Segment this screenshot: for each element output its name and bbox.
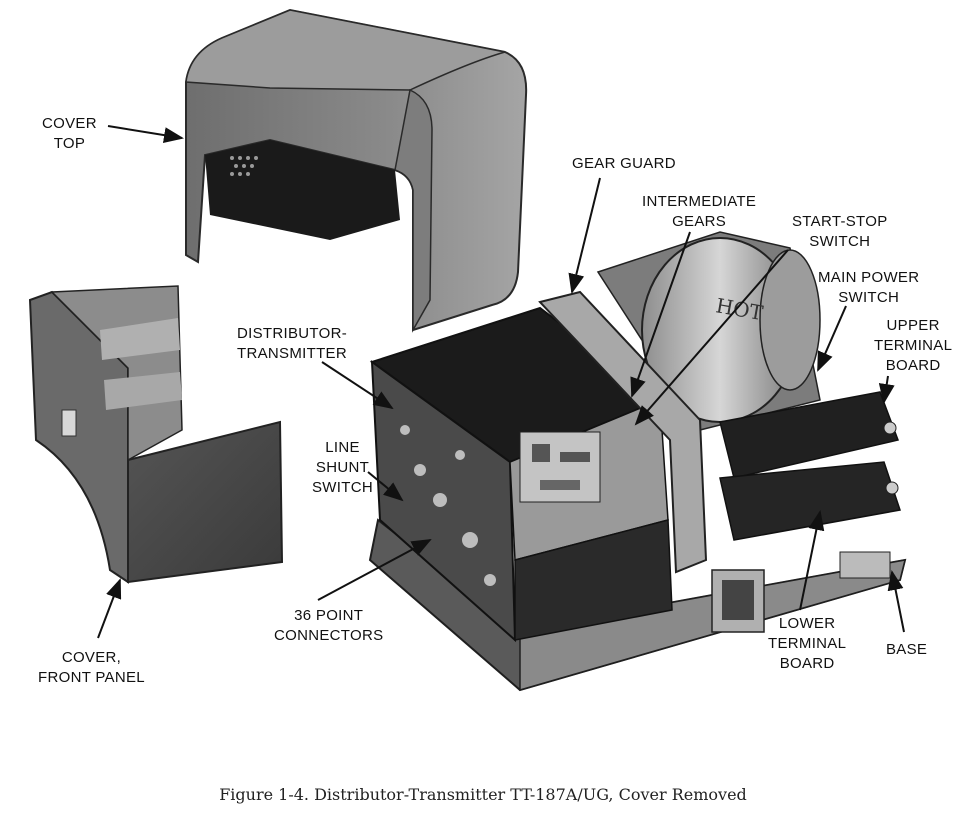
cover-front-panel-leader — [97, 578, 122, 639]
distributor-transmitter-leader — [321, 361, 394, 410]
cover-top-illustration — [185, 8, 528, 333]
label-base: BASE — [886, 641, 928, 658]
cover-front-panel-illustration — [28, 285, 284, 584]
upper-terminal-board-leader — [878, 375, 895, 404]
label-gear-guard: GEAR GUARD — [572, 155, 676, 172]
base-leader — [887, 570, 905, 633]
label-cover-front-panel: COVER, FRONT PANEL — [38, 649, 145, 686]
leader-lines — [97, 125, 905, 639]
label-distributor-transmitter: DISTRIBUTOR- TRANSMITTER — [237, 325, 347, 362]
line-shunt-switch-leader — [367, 471, 404, 502]
label-intermediate-gears: INTERMEDIATE GEARS — [642, 193, 757, 230]
start-stop-switch-leader — [634, 249, 789, 426]
label-main-power-switch: MAIN POWER SWITCH — [818, 269, 920, 306]
lower-terminal-board-leader — [799, 510, 825, 611]
intermediate-gears-leader — [630, 231, 691, 398]
gear-guard-leader — [568, 177, 601, 294]
main-power-switch-leader — [817, 305, 847, 372]
figure-caption: Figure 1-4. Distributor-Transmitter TT-1… — [219, 785, 747, 804]
terminal-boards-illustration — [711, 391, 901, 633]
label-lower-terminal-board: LOWER TERMINAL BOARD — [768, 615, 847, 672]
point-connectors-leader — [317, 539, 432, 601]
label-cover-top: COVER TOP — [42, 115, 97, 152]
cover-top-leader — [107, 125, 184, 144]
label-line-shunt-switch: LINE SHUNT SWITCH — [312, 439, 373, 496]
label-start-stop-switch: START-STOP SWITCH — [792, 213, 888, 250]
label-36-point-connectors: 36 POINT CONNECTORS — [274, 607, 384, 644]
label-upper-terminal-board: UPPER TERMINAL BOARD — [874, 317, 953, 374]
